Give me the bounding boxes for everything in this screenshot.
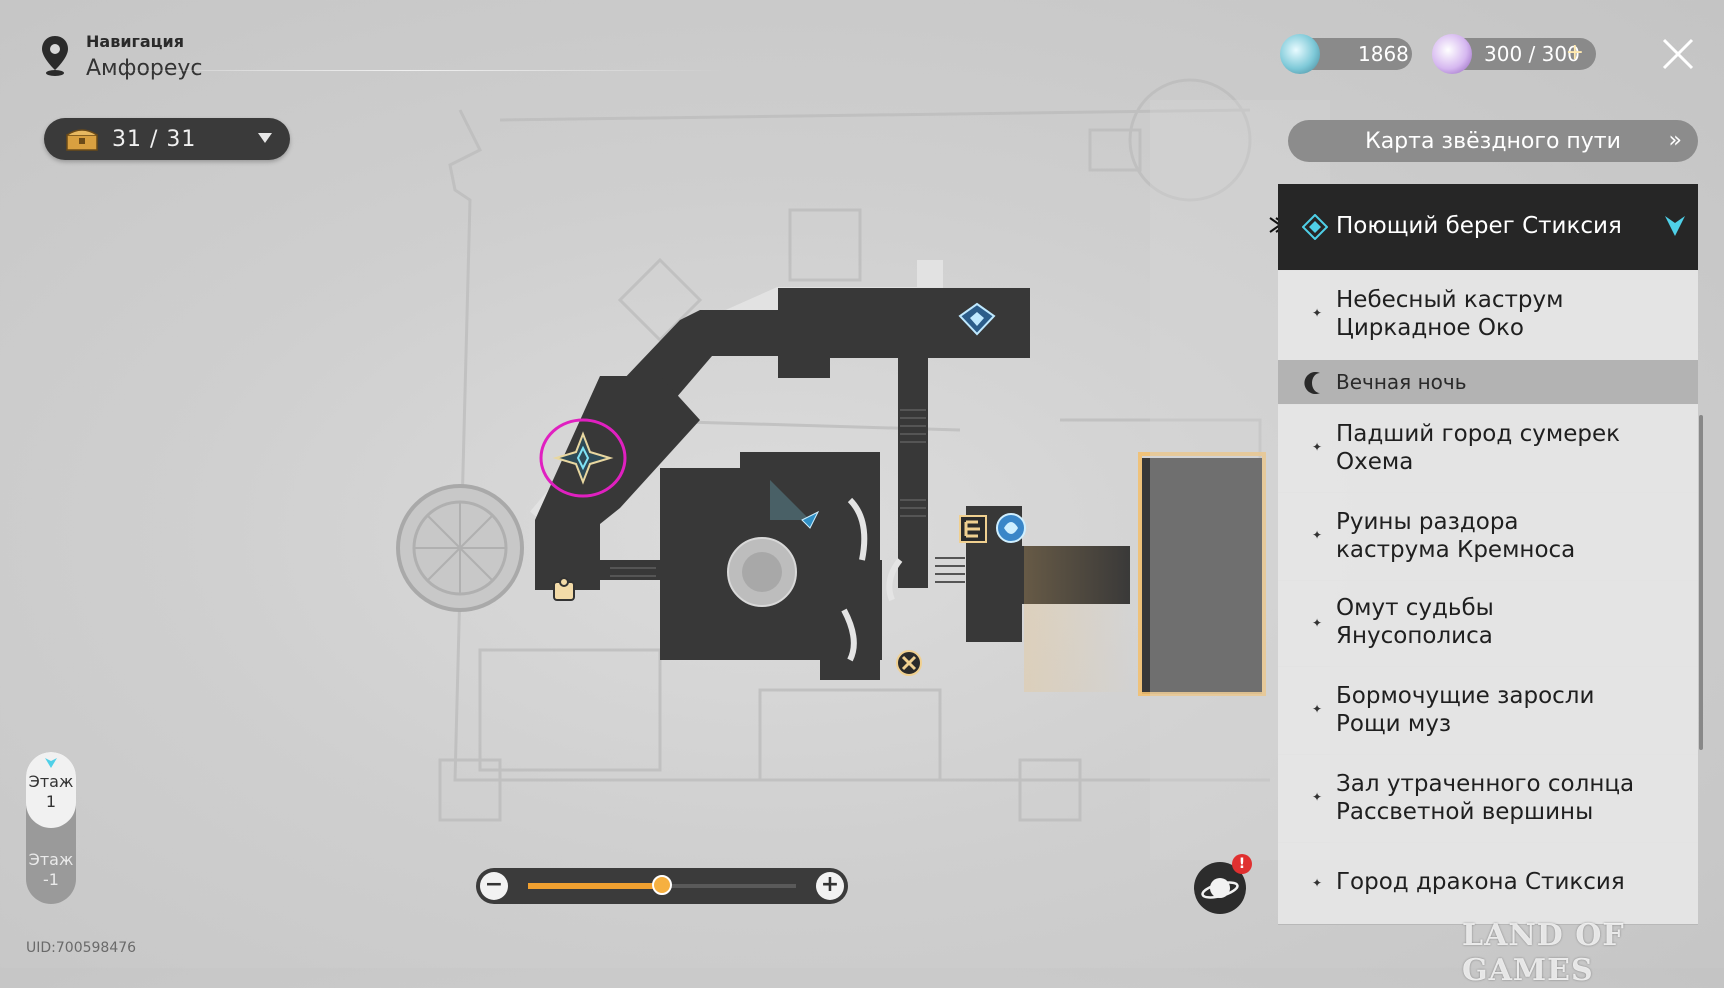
treasure-chest-icon [66, 127, 98, 151]
location-item-dawn-peak[interactable]: ✦ Зал утраченного солнца Рассветной верш… [1278, 754, 1698, 843]
header-divider [86, 70, 726, 71]
diamond-bullet-icon: ✦ [1312, 528, 1323, 542]
location-item-styxia-shore[interactable]: Поющий берег Стиксия [1278, 184, 1698, 271]
star-map-button[interactable]: Карта звёздного пути » [1288, 120, 1698, 162]
zoom-out-button[interactable]: − [480, 872, 508, 900]
location-item-janusopolis[interactable]: ✦ Омут судьбы Янусополиса [1278, 580, 1698, 667]
location-label: Падший город сумерек Охема [1336, 421, 1620, 475]
location-item-okhema[interactable]: ✦ Падший город сумерек Охема [1278, 404, 1698, 493]
location-item-circadian-eye[interactable]: ✦ Небесный каструм Циркадное Око [1278, 270, 1698, 361]
chest-count: 31 / 31 [112, 126, 197, 152]
location-item-dragon-city[interactable]: ✦ Город дракона Стиксия [1278, 842, 1698, 925]
notification-badge: ! [1232, 854, 1252, 874]
currency-trailblaze-power[interactable]: 300 / 300 + [1432, 34, 1596, 74]
power-amount: 300 / 300 [1484, 42, 1580, 66]
currency-stellar-jade[interactable]: 1868 [1280, 34, 1412, 74]
power-icon [1432, 34, 1472, 74]
location-label: Город дракона Стиксия [1336, 869, 1625, 895]
player-uid: UID:700598476 [26, 940, 137, 956]
star-map-button-label: Карта звёздного пути [1365, 128, 1621, 154]
zoom-fill [528, 883, 662, 889]
location-list-scrollbar[interactable] [1699, 415, 1703, 750]
location-pin-icon [40, 34, 70, 76]
floor-label: Этаж [28, 850, 74, 869]
current-location-marker-icon [1664, 214, 1686, 242]
diamond-bullet-icon: ✦ [1312, 616, 1323, 630]
jade-icon [1280, 34, 1320, 74]
diamond-bullet-icon: ✦ [1312, 702, 1323, 716]
watermark: LAND OF GAMES [1462, 918, 1625, 988]
location-label: Омут судьбы Янусополиса [1336, 595, 1494, 649]
space-anchor-icon[interactable] [958, 302, 996, 336]
exit-icon[interactable] [958, 514, 988, 544]
location-item-grove-of-muses[interactable]: ✦ Бормочущие заросли Рощи муз [1278, 666, 1698, 755]
map-canvas[interactable] [0, 0, 1724, 968]
planet-icon [1201, 878, 1239, 899]
diamond-bullet-icon: ✦ [1312, 440, 1323, 454]
location-label: Руины раздора каструма Кремноса [1336, 509, 1576, 563]
floor-number: 1 [45, 792, 57, 811]
mission-icon[interactable] [894, 648, 924, 678]
floor-number: -1 [43, 870, 59, 889]
section-header-eternal-night: Вечная ночь [1278, 360, 1698, 405]
zoom-slider-handle[interactable] [652, 875, 672, 895]
location-label: Бормочущие заросли Рощи муз [1336, 683, 1595, 737]
diamond-bullet-icon: ✦ [1312, 790, 1323, 804]
chest-counter-dropdown[interactable]: 31 / 31 [44, 118, 290, 160]
zoom-in-button[interactable]: + [816, 872, 844, 900]
add-power-button[interactable]: + [1565, 40, 1584, 65]
location-label: Небесный каструм Циркадное Око [1336, 287, 1564, 341]
floor-1-button[interactable]: Этаж 1 [26, 752, 76, 828]
double-chevron-right-icon: » [1668, 128, 1682, 153]
diamond-bullet-icon: ✦ [1312, 306, 1323, 320]
player-arrow-icon [760, 480, 820, 540]
zoom-control: − + [476, 868, 848, 904]
navigation-label: Навигация [86, 32, 185, 51]
location-label: Поющий берег Стиксия [1336, 213, 1622, 239]
jade-amount: 1868 [1358, 42, 1409, 66]
section-label: Вечная ночь [1336, 370, 1467, 394]
waypoint-diamond-icon [1301, 213, 1329, 244]
puzzle-icon[interactable] [550, 576, 580, 606]
location-item-kremnos[interactable]: ✦ Руины раздора каструма Кремноса [1278, 492, 1698, 581]
diamond-bullet-icon: ✦ [1312, 876, 1323, 890]
location-label: Зал утраченного солнца Рассветной вершин… [1336, 771, 1635, 825]
crescent-moon-icon [1302, 370, 1328, 400]
calyx-icon[interactable] [994, 510, 1028, 546]
waypoint-marker[interactable] [538, 418, 628, 498]
floor-minus-1-button[interactable]: Этаж -1 [26, 838, 76, 898]
current-floor-marker-icon [44, 754, 58, 773]
current-world-name: Амфореус [86, 56, 203, 81]
chevron-down-icon [258, 133, 272, 143]
floor-label: Этаж [28, 772, 74, 791]
close-icon[interactable] [1660, 36, 1696, 72]
